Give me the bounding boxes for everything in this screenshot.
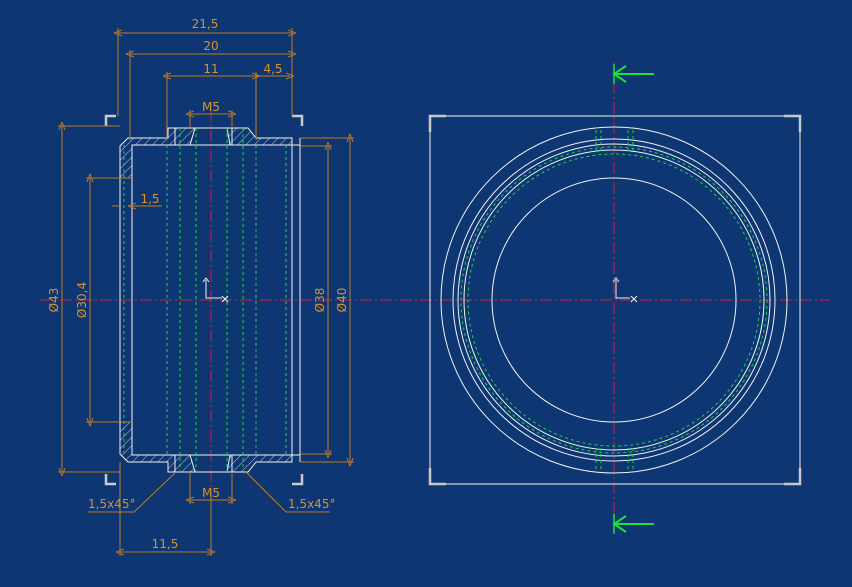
- view-corner-br: [292, 474, 304, 486]
- dim-text-thread-top[interactable]: M5: [202, 100, 220, 114]
- circle-recess-30: [491, 177, 737, 423]
- dim-text-inner-dia[interactable]: Ø30,4: [75, 282, 89, 318]
- coordinate-axes-icon: [612, 277, 638, 303]
- dim-text-outer-dia[interactable]: Ø43: [47, 288, 61, 313]
- hatch-wall-bottom-right: [231, 454, 293, 473]
- leader-chamfer-left: [88, 471, 177, 513]
- front-view-frame: [429, 115, 801, 485]
- circle-body-40: [452, 138, 776, 462]
- hatch-thread-top-left: [174, 127, 196, 146]
- front-corner-tr: [784, 114, 802, 132]
- dim-text-bore-dia[interactable]: Ø38: [313, 288, 327, 313]
- centerlines: [40, 62, 830, 530]
- dim-text-bottom-hole-position[interactable]: 11,5: [152, 537, 179, 551]
- front-corner-br: [784, 468, 802, 486]
- hatch-wall-top-right: [231, 127, 293, 146]
- circle-body-inner: [457, 143, 771, 457]
- circle-outer-43: [440, 126, 788, 474]
- dim-text-overall-length[interactable]: 21,5: [192, 17, 219, 31]
- view-corner-tr: [292, 114, 304, 126]
- leader-chamfer-right: [245, 471, 330, 513]
- dimensions-side[interactable]: 21,5 20 11 4,5 M5 1,5 Ø43 Ø30,4 Ø38: [47, 17, 354, 556]
- section-arrow-icon[interactable]: [612, 64, 654, 84]
- dim-text-chamfer-offset[interactable]: 4,5: [263, 62, 282, 76]
- front-view[interactable]: [428, 64, 802, 534]
- hatch-thread-bottom-right: [226, 454, 233, 473]
- section-arrow-icon[interactable]: [612, 514, 654, 534]
- view-corner-tl: [104, 114, 116, 126]
- circle-hidden-inner: [467, 153, 761, 447]
- dim-text-chamfer-left[interactable]: 1,5x45°: [88, 497, 135, 511]
- view-corner-bl: [104, 474, 116, 486]
- dim-text-body-length[interactable]: 20: [203, 39, 218, 53]
- circle-hidden-outer: [460, 146, 768, 454]
- front-corner-bl: [428, 468, 446, 486]
- dim-text-body-dia[interactable]: Ø40: [335, 288, 349, 313]
- coordinate-axes-icon: [202, 277, 229, 303]
- circle-bore-38: [463, 149, 765, 451]
- thread-hole-marks: [595, 130, 634, 470]
- dim-text-recess-depth[interactable]: 1,5: [140, 192, 159, 206]
- dim-text-chamfer-right[interactable]: 1,5x45°: [288, 497, 335, 511]
- dim-text-hole-position[interactable]: 11: [203, 62, 218, 76]
- hatch-thread-bottom-left: [174, 454, 196, 473]
- hatch-thread-top-right: [226, 127, 233, 146]
- front-corner-tl: [428, 114, 446, 132]
